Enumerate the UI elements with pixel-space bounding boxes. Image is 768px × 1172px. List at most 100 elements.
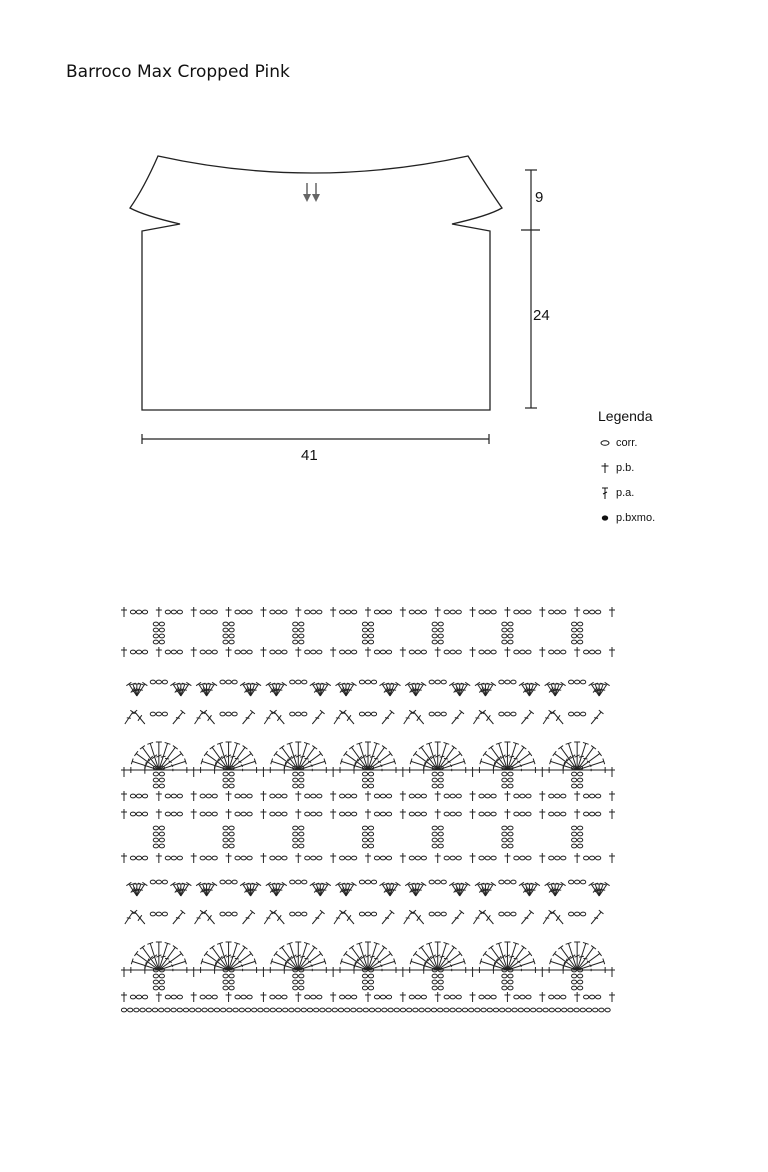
chain-stitch [246, 609, 253, 615]
chain-stitch [449, 855, 456, 861]
chain-stitch [339, 994, 346, 1000]
single-crochet-stitch [190, 967, 197, 977]
double-crochet-stitch [451, 709, 465, 725]
chain-stitch [300, 1007, 307, 1013]
double-crochet-stitch [124, 909, 136, 925]
single-crochet-stitch [469, 607, 476, 617]
chain-stitch [170, 1007, 177, 1013]
chain-stitch [507, 621, 514, 627]
chain-stitch [480, 1007, 487, 1013]
single-crochet-stitch [469, 967, 476, 977]
chain-stitch [133, 1007, 140, 1013]
legend-item-slip-stitch: p.bxmo. [598, 505, 655, 530]
double-crochet-stitch [250, 681, 262, 697]
single-crochet-stitch [434, 853, 441, 863]
chain-stitch [437, 771, 444, 777]
chain-stitch [301, 711, 308, 717]
chain-stitch [164, 649, 171, 655]
chain-stitch [294, 1007, 301, 1013]
single-crochet-stitch [295, 853, 302, 863]
double-crochet-stitch [158, 958, 187, 971]
chain-stitch [437, 843, 444, 849]
chain-stitch [152, 843, 159, 849]
chain-stitch [501, 777, 508, 783]
chain-stitch [364, 711, 372, 717]
chain-stitch [440, 711, 447, 717]
chain-stitch [434, 679, 441, 685]
chain-stitch [510, 679, 517, 685]
single-crochet-stitch [260, 791, 267, 801]
chain-stitch [414, 855, 421, 861]
chain-stitch [490, 609, 497, 615]
chain-stitch [571, 621, 578, 627]
chain-stitch [358, 679, 366, 685]
single-crochet-stitch [399, 607, 406, 617]
chain-stitch [437, 639, 444, 645]
chain-stitch [151, 1007, 159, 1013]
single-crochet-stitch [330, 853, 337, 863]
chain-stitch [316, 649, 323, 655]
chain-stitch [263, 1007, 270, 1013]
chain-stitch [554, 994, 561, 1000]
double-crochet-stitch [130, 958, 160, 971]
chain-stitch [420, 811, 427, 817]
single-crochet-stitch [295, 607, 302, 617]
chain-stitch [571, 979, 578, 985]
chain-stitch [228, 639, 235, 645]
double-crochet-stitch [521, 709, 535, 725]
chain-stitch [358, 879, 366, 885]
chain-stitch [337, 1007, 345, 1013]
double-crochet-stitch [228, 941, 241, 971]
chain-stitch [281, 811, 288, 817]
chain-stitch [304, 793, 311, 799]
chain-stitch [222, 621, 229, 627]
single-crochet-stitch [190, 992, 197, 1002]
double-crochet-stitch [365, 941, 371, 970]
double-crochet-stitch [565, 741, 578, 771]
legend-item-double-crochet: p.a. [598, 480, 655, 505]
chain-stitch [504, 879, 511, 885]
single-crochet-stitch [469, 992, 476, 1002]
single-crochet-stitch [469, 767, 476, 777]
chain-stitch [548, 811, 555, 817]
double-crochet-stitch [507, 758, 536, 771]
chain-stitch [152, 985, 159, 991]
chain-stitch [560, 855, 567, 861]
double-crochet-stitch [348, 745, 369, 771]
chain-stitch [484, 609, 491, 615]
double-crochet-stitch [132, 909, 146, 925]
slip-stitch-symbol-icon [598, 514, 612, 522]
chain-stitch [406, 1007, 413, 1013]
double-crochet-stitch [333, 709, 345, 725]
chain-stitch [571, 837, 578, 843]
chain-stitch [571, 783, 578, 789]
chain-stitch [571, 985, 578, 991]
double-crochet-stitch [434, 941, 441, 970]
double-crochet-stitch [228, 750, 254, 771]
chain-stitch [219, 711, 226, 717]
chain-stitch [373, 793, 381, 799]
chain-stitch [501, 621, 508, 627]
legend-item-chain: corr. [598, 430, 655, 455]
chain-stitch [437, 985, 444, 991]
chain-stitch [440, 679, 447, 685]
double-crochet-stitch [473, 909, 485, 925]
chain-stitch [351, 609, 358, 615]
single-crochet-stitch [434, 607, 441, 617]
dimension-body-height: 24 [533, 307, 550, 324]
double-crochet-stitch [507, 958, 536, 971]
chain-stitch [228, 825, 235, 831]
double-crochet-stitch [356, 741, 369, 771]
chain-stitch [211, 793, 218, 799]
single-crochet-stitch [330, 791, 337, 801]
chain-stitch [152, 639, 159, 645]
single-crochet-stitch [155, 853, 162, 863]
chain-stitch [498, 679, 505, 685]
chain-stitch [228, 621, 235, 627]
double-crochet-stitch [297, 750, 324, 771]
chain-stitch [155, 711, 162, 717]
chain-stitch [418, 1007, 425, 1013]
chain-stitch [414, 649, 421, 655]
double-crochet-stitch [319, 681, 332, 697]
chain-stitch [240, 855, 247, 861]
